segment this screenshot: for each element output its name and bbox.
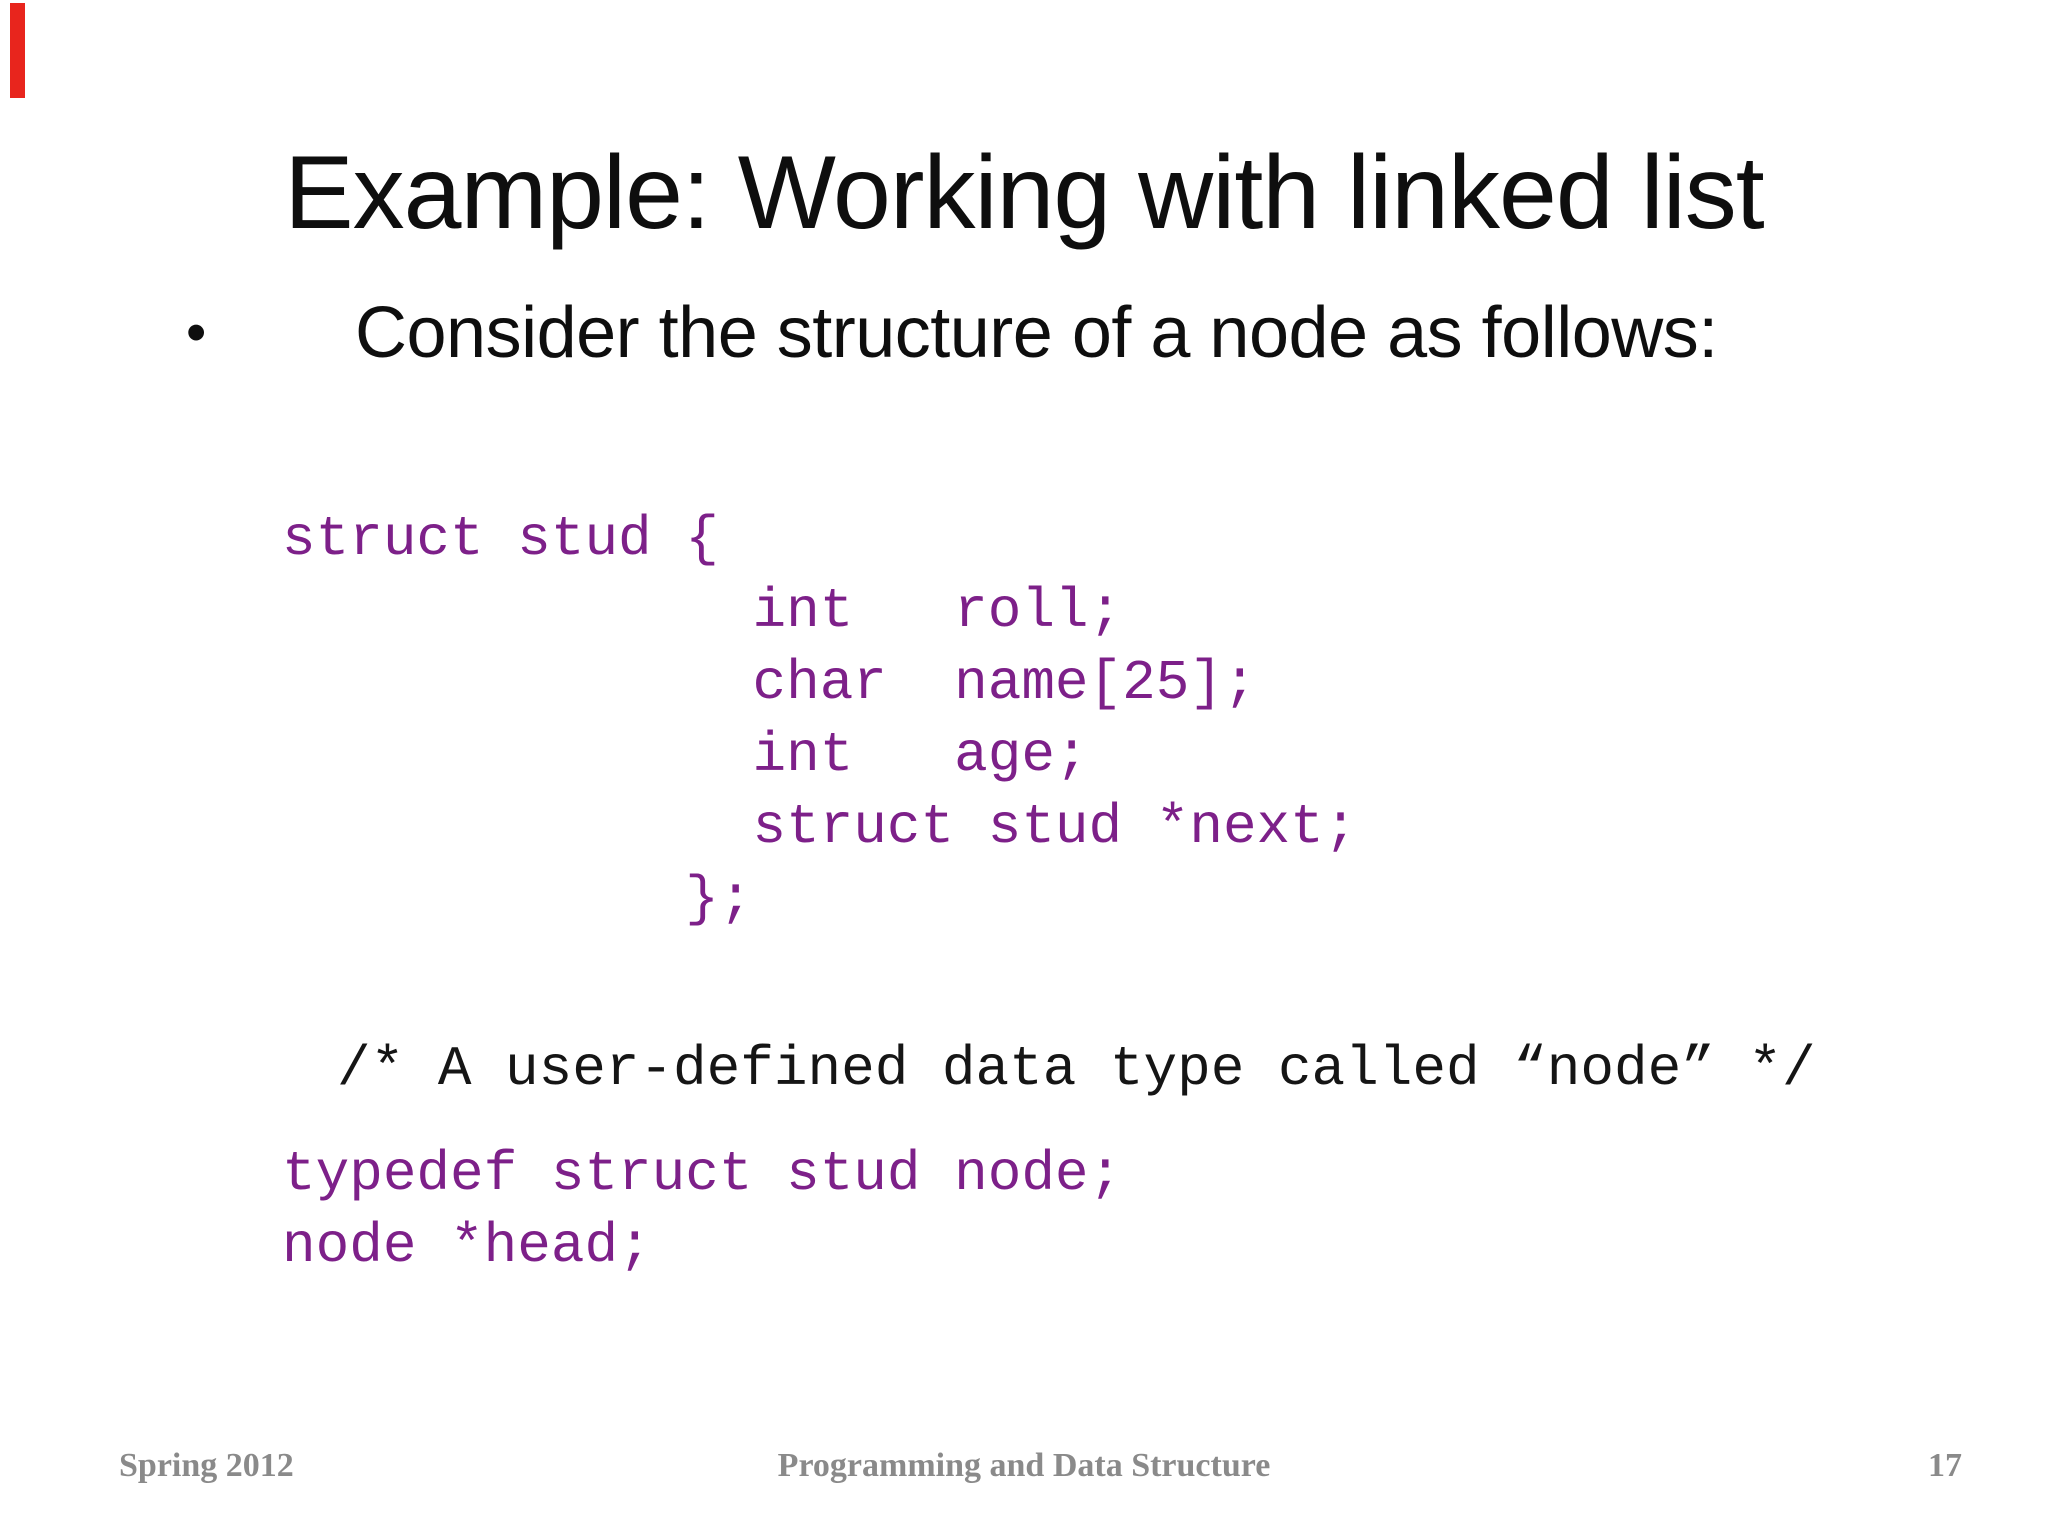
- code-line: int roll;: [282, 579, 1123, 643]
- code-line: };: [282, 867, 753, 931]
- footer-semester: Spring 2012: [119, 1447, 294, 1484]
- code-line: node *head;: [282, 1214, 652, 1278]
- code-line: typedef struct stud node;: [282, 1142, 1123, 1206]
- code-line: struct stud {: [282, 507, 719, 571]
- code-comment-line: /* A user-defined data type called “node…: [337, 1037, 1816, 1101]
- footer-course-title: Programming and Data Structure: [777, 1447, 1271, 1484]
- footer-page-number: 17: [1928, 1447, 1962, 1484]
- code-block-struct: struct stud { int roll; char name[25]; i…: [282, 503, 1357, 935]
- red-accent-bar: [10, 3, 25, 98]
- code-line: struct stud *next;: [282, 795, 1358, 859]
- bullet-marker: •: [186, 300, 207, 365]
- slide-title: Example: Working with linked list: [284, 135, 1764, 251]
- code-line: int age;: [282, 723, 1089, 787]
- bullet-text: Consider the structure of a node as foll…: [355, 293, 1718, 373]
- code-block-typedef: typedef struct stud node; node *head;: [282, 1138, 1122, 1282]
- code-line: char name[25];: [282, 651, 1257, 715]
